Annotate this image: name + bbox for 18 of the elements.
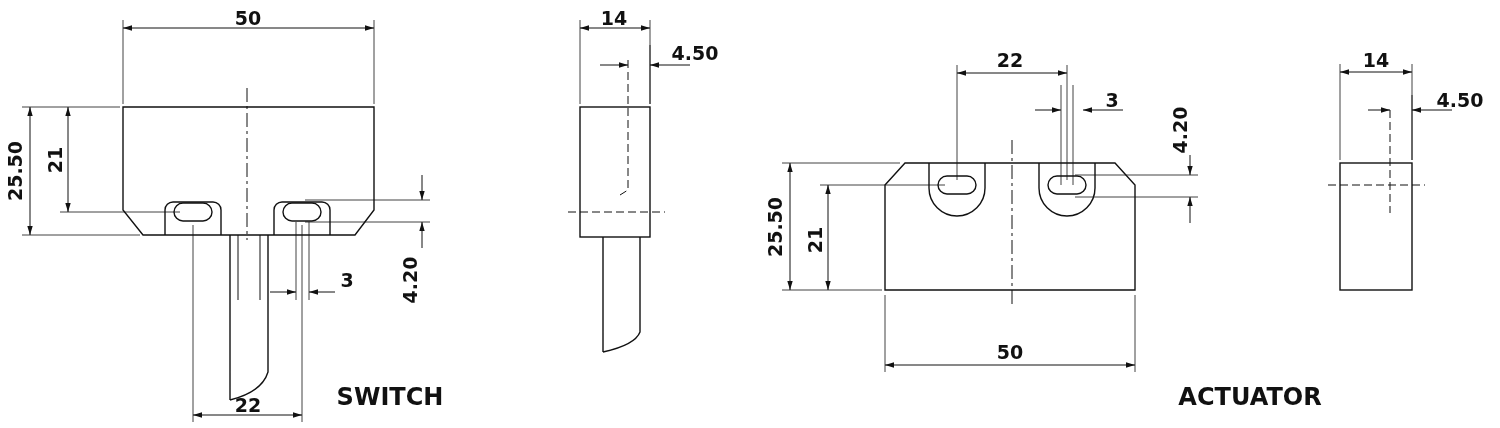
view-title: ACTUATOR xyxy=(1178,385,1322,409)
dimension-value: 3 xyxy=(1105,90,1119,110)
dimension-value: 21 xyxy=(45,146,65,174)
dimension-value: 22 xyxy=(234,395,262,415)
view-title: SWITCH xyxy=(336,385,444,409)
dimension-value: 4.50 xyxy=(1436,90,1484,110)
dimension-value: 14 xyxy=(1362,50,1390,70)
dimension-value: 50 xyxy=(996,342,1024,362)
dimension-value: 4.50 xyxy=(671,43,719,63)
dimension-value: 25.50 xyxy=(5,140,25,202)
dimension-value: 14 xyxy=(600,8,628,28)
dimension-value: 21 xyxy=(805,226,825,254)
dimension-value: 50 xyxy=(234,8,262,28)
dimension-value: 3 xyxy=(340,270,354,290)
dimension-value: 4.20 xyxy=(1170,106,1190,154)
dimension-value: 22 xyxy=(996,50,1024,70)
dimension-value: 4.20 xyxy=(400,256,420,304)
dimension-value: 25.50 xyxy=(765,196,785,258)
